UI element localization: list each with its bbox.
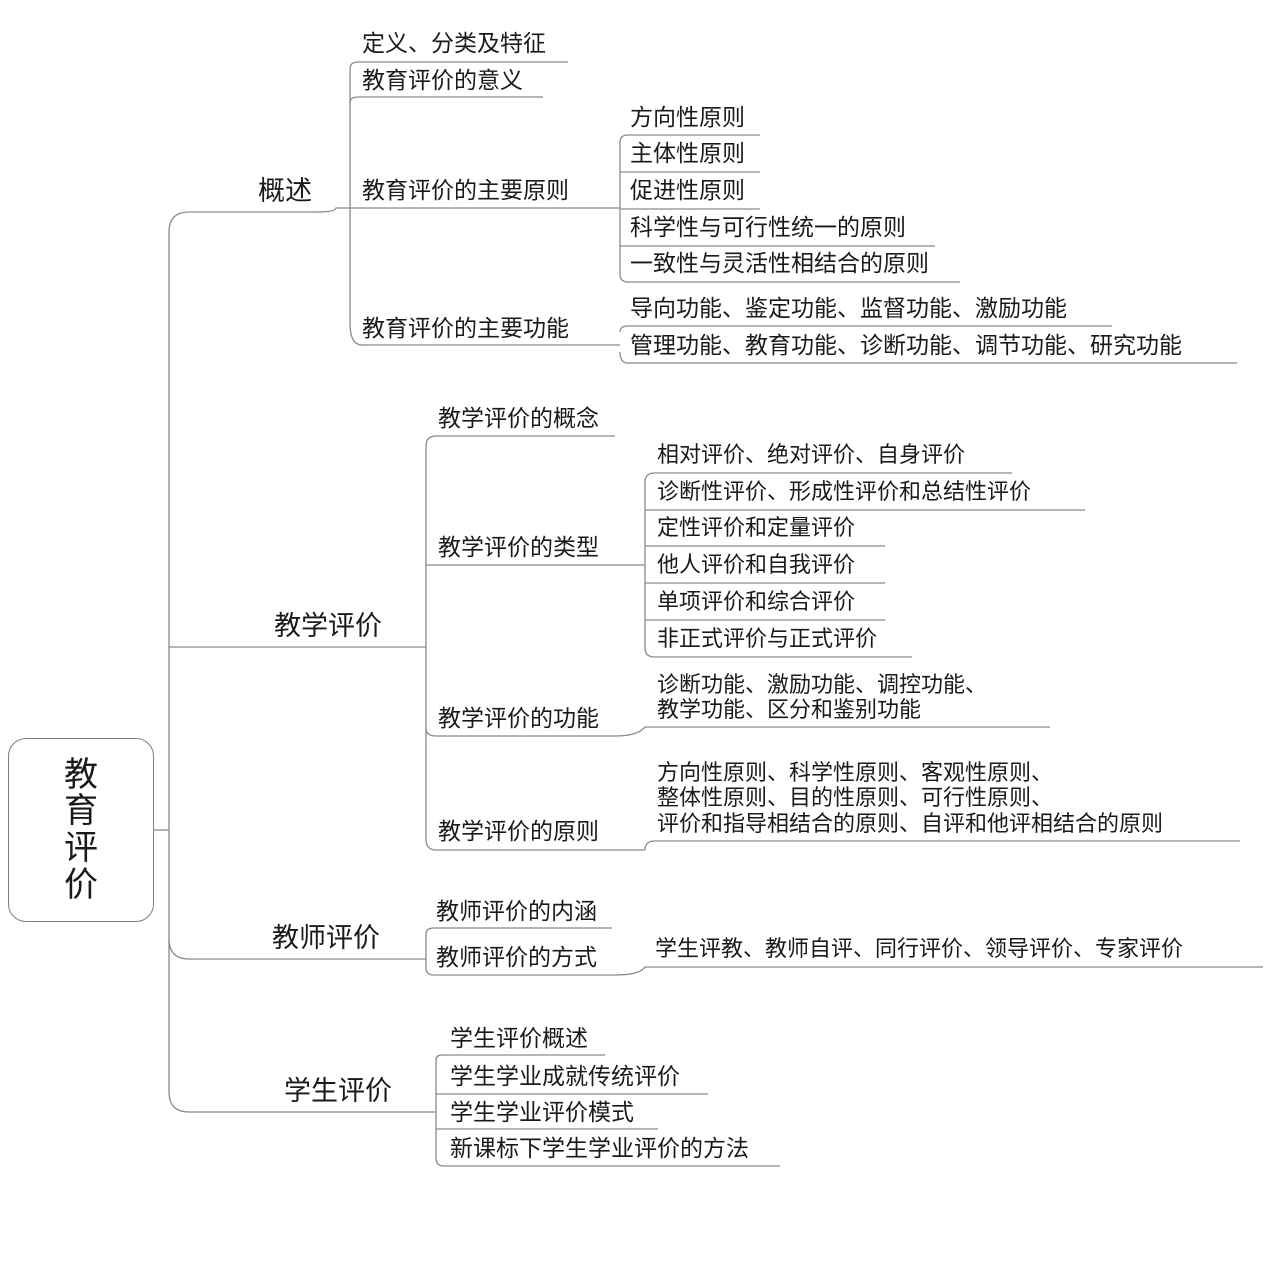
node-teaching-principles: 教学评价的原则 [438, 819, 599, 845]
node-definition: 定义、分类及特征 [362, 31, 546, 57]
type-item: 相对评价、绝对评价、自身评价 [657, 443, 966, 468]
node-teaching-types: 教学评价的类型 [438, 535, 599, 561]
branch-student-evaluation: 学生评价 [284, 1076, 392, 1107]
type-item: 他人评价和自我评价 [657, 553, 856, 578]
function-item: 导向功能、鉴定功能、监督功能、激励功能 [630, 296, 1067, 322]
type-item: 单项评价和综合评价 [657, 590, 856, 615]
node-edu-principles: 教育评价的主要原则 [362, 178, 569, 204]
type-item: 诊断性评价、形成性评价和总结性评价 [657, 480, 1032, 505]
principle-item: 促进性原则 [630, 178, 745, 204]
student-item: 学生学业评价模式 [450, 1100, 634, 1126]
student-item: 学生学业成就传统评价 [450, 1064, 680, 1090]
student-item: 学生评价概述 [450, 1026, 588, 1052]
teaching-principles-text: 方向性原则、科学性原则、客观性原则、 整体性原则、目的性原则、可行性原则、 评价… [657, 761, 1164, 837]
branch-teacher-evaluation: 教师评价 [272, 923, 380, 954]
teaching-functions-text: 诊断功能、激励功能、调控功能、 教学功能、区分和鉴别功能 [657, 673, 988, 724]
branch-overview: 概述 [258, 176, 312, 207]
node-teaching-concept: 教学评价的概念 [438, 406, 599, 432]
node-significance: 教育评价的意义 [362, 68, 523, 94]
principle-item: 方向性原则 [630, 105, 745, 131]
type-item: 非正式评价与正式评价 [657, 627, 878, 652]
function-item: 管理功能、教育功能、诊断功能、调节功能、研究功能 [630, 333, 1182, 359]
root-node: 教育评价 [8, 738, 154, 922]
principle-item: 一致性与灵活性相结合的原则 [630, 251, 929, 277]
node-teacher-methods: 教师评价的方式 [436, 945, 597, 971]
teacher-methods-text: 学生评教、教师自评、同行评价、领导评价、专家评价 [655, 937, 1184, 962]
student-item: 新课标下学生学业评价的方法 [450, 1136, 749, 1162]
principle-item: 科学性与可行性统一的原则 [630, 215, 906, 241]
node-teacher-connotation: 教师评价的内涵 [436, 899, 597, 925]
node-teaching-functions: 教学评价的功能 [438, 706, 599, 732]
type-item: 定性评价和定量评价 [657, 516, 856, 541]
branch-teaching-evaluation: 教学评价 [274, 611, 382, 642]
principle-item: 主体性原则 [630, 141, 745, 167]
root-label: 教育评价 [64, 754, 98, 905]
node-edu-functions: 教育评价的主要功能 [362, 316, 569, 342]
